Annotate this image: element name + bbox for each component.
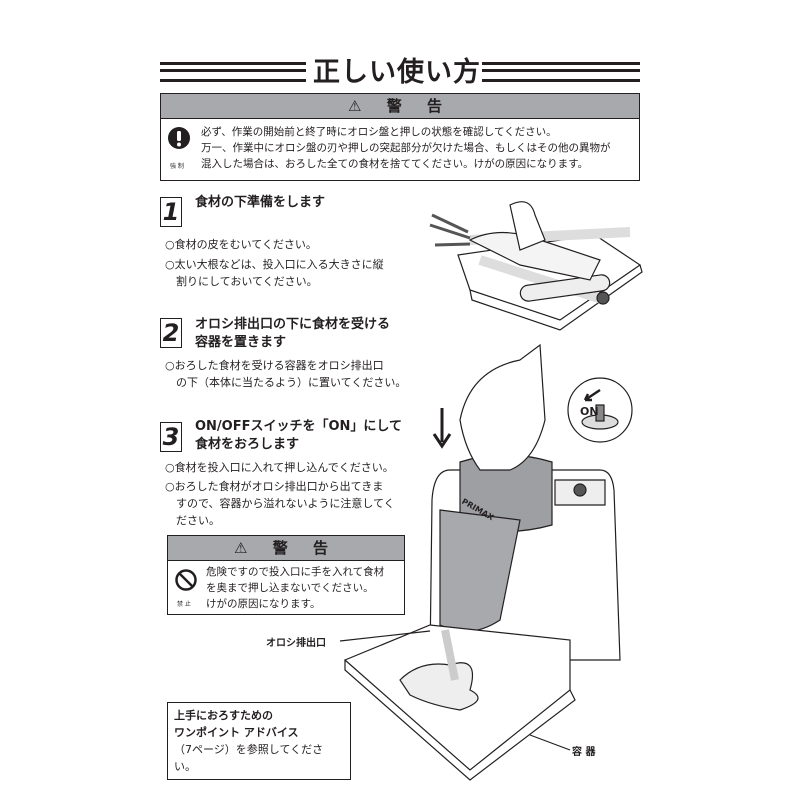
exclamation-circle-icon <box>168 127 190 149</box>
step-1-bullet: ○太い大根などは、投入口に入る大きさに縦 割りにしておいてください。 <box>165 258 384 288</box>
prohibited-caption: 禁 止 <box>177 601 191 608</box>
step-2-bullet: ○おろした食材を受ける容器をオロシ排出口 の下（本体に当たるよう）に置いてくださ… <box>165 359 407 389</box>
warning-line: 危険ですので投入口に手を入れて食材 <box>206 566 385 578</box>
step-2-title: オロシ排出口の下に食材を受ける容器を置きます <box>195 317 391 350</box>
title-rule-left <box>160 62 306 82</box>
warning-title: 警 告 <box>386 97 452 115</box>
outlet-leader-line <box>339 630 431 642</box>
container-label: 容 器 <box>572 747 596 758</box>
warning-header: ⚠ 警 告 <box>161 94 639 119</box>
page-title: 正しい使い方 <box>313 57 481 88</box>
title-bar <box>160 52 640 88</box>
warning-triangle-icon: ⚠ <box>348 97 372 115</box>
advice-box: 上手におろすための ワンポイント アドバイス （7ページ）を参照してください。 <box>167 702 351 780</box>
warning-header: ⚠ 警 告 <box>168 536 404 561</box>
step-1-title: 食材の下準備をします <box>195 195 326 210</box>
step-number-2: 2 <box>160 318 182 348</box>
step-number-1: 1 <box>160 197 182 227</box>
container-tray-illustration <box>343 624 576 781</box>
switch-on-label: ON <box>580 405 599 418</box>
warning-box-top: ⚠ 警 告 強 制 必ず、作業の開始前と終了時にオロシ盤と押しの状態を確認してく… <box>160 93 640 181</box>
mandatory-caption: 強 制 <box>170 163 184 170</box>
title-rule-right <box>482 62 640 82</box>
step-3-title: ON/OFFスイッチを「ON」にして食材をおろします <box>195 419 403 452</box>
warning-line: 必ず、作業の開始前と終了時にオロシ盤と押しの状態を確認してください。 <box>201 126 557 138</box>
down-arrow-icon <box>432 408 452 449</box>
grater-machine-illustration <box>429 343 621 661</box>
vegetable-tray-illustration <box>429 201 643 331</box>
advice-reference[interactable]: （7ページ）を参照してください。 <box>174 743 324 773</box>
warning-line: けがの原因になります。 <box>206 598 321 610</box>
warning-title: 警 告 <box>272 539 338 557</box>
warning-triangle-icon: ⚠ <box>234 539 258 557</box>
prohibited-icon <box>175 569 197 591</box>
warning-line: 万一、作業中にオロシ盤の刃や押しの突起部分が欠けた場合、もしくはその他の異物が <box>201 142 611 154</box>
step-3-bullet: ○食材を投入口に入れて押し込んでください。 <box>165 461 394 474</box>
container-leader-line <box>529 734 571 751</box>
step-3-bullet: ○おろした食材がオロシ排出口から出てきま すので、容器から溢れないように注意して… <box>165 480 395 527</box>
step-1-bullet: ○食材の皮をむいてください。 <box>165 238 317 251</box>
warning-line: を奥まで押し込まないでください。 <box>206 582 374 594</box>
warning-line: 混入した場合は、おろした全ての食材を捨ててください。けがの原因になります。 <box>201 158 589 170</box>
step-number-3: 3 <box>160 422 182 452</box>
warning-box-step3: ⚠ 警 告 禁 止 危険ですので投入口に手を入れて食材 を奥まで押し込まないでく… <box>167 535 405 615</box>
outlet-label: オロシ排出口 <box>266 638 326 649</box>
